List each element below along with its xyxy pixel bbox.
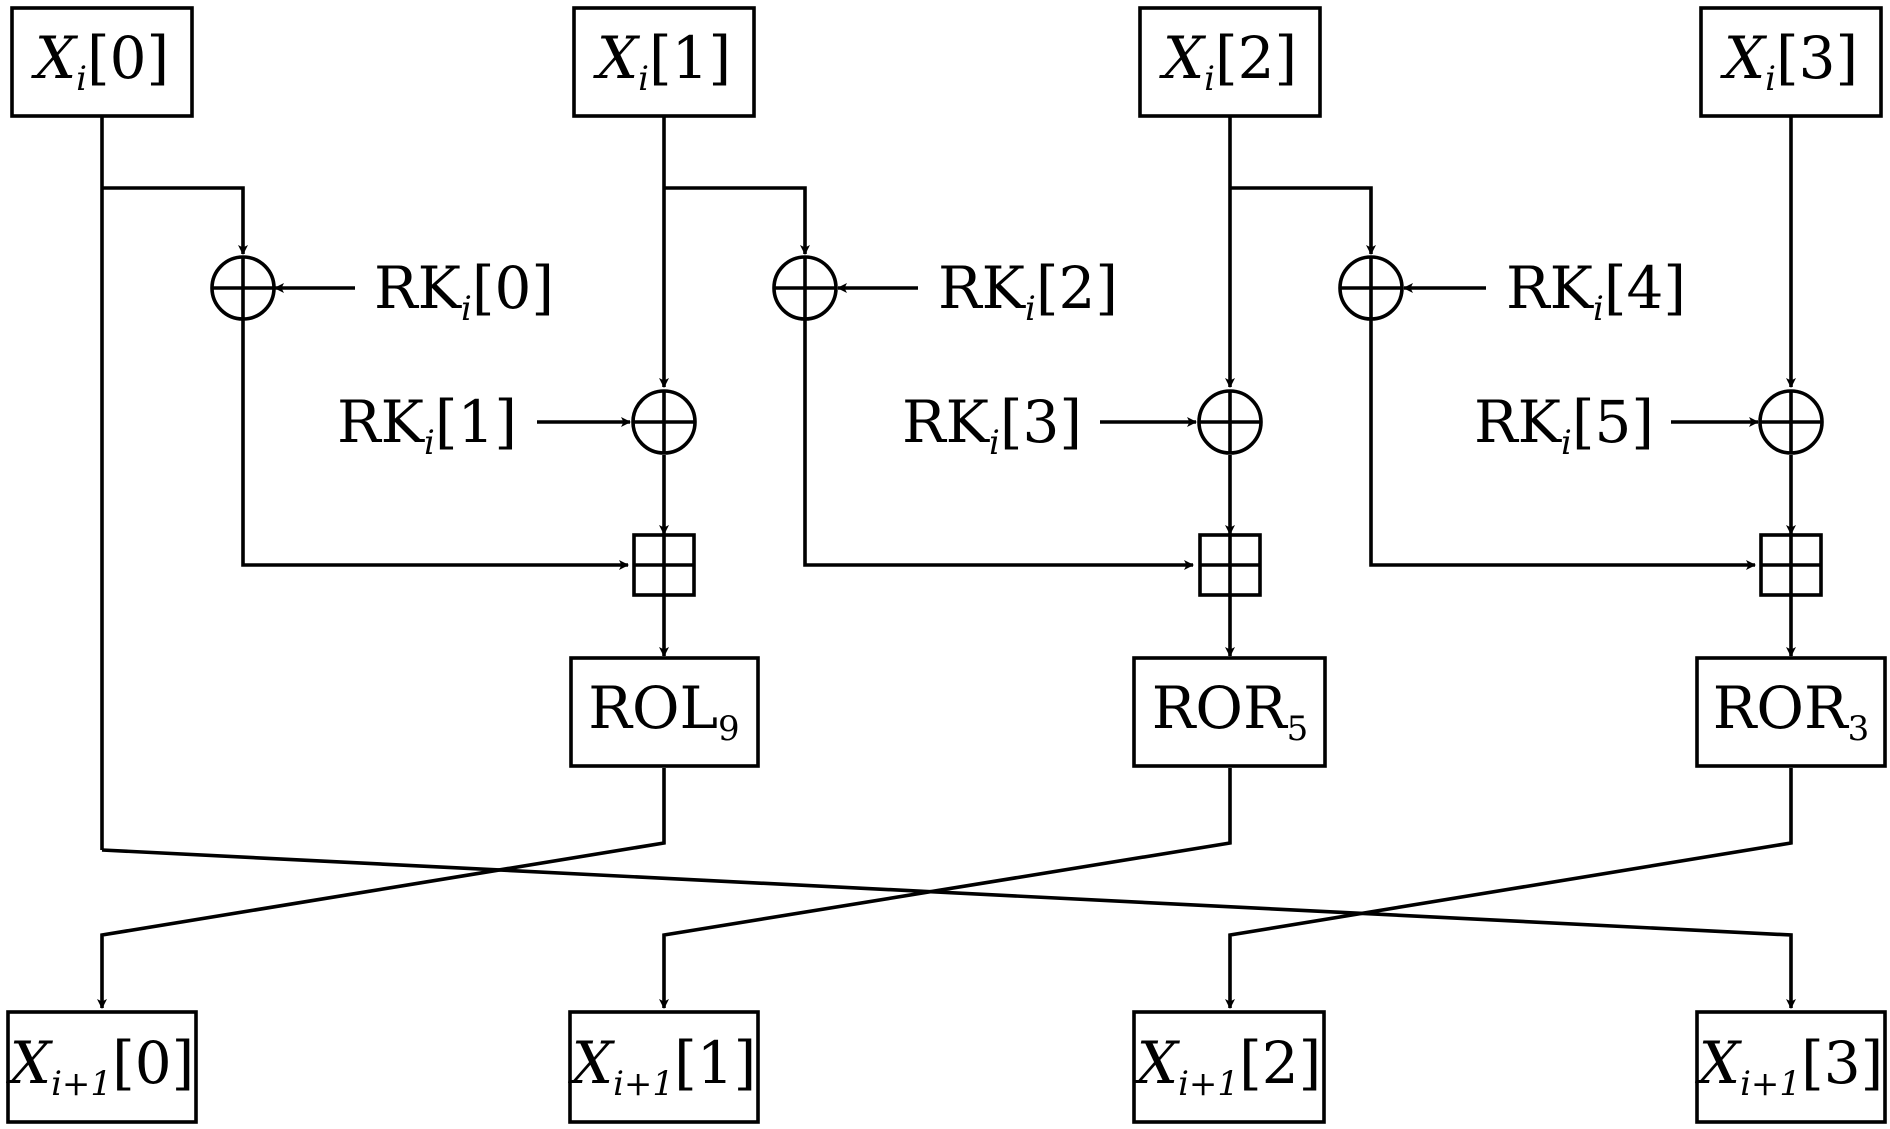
input-x1-symbol: X bbox=[593, 24, 641, 92]
xor-4-icon bbox=[1338, 255, 1404, 321]
rk3-name: RK bbox=[902, 388, 991, 456]
rotation-ror5-amount: 5 bbox=[1287, 709, 1309, 749]
output-x0-index: [0] bbox=[112, 1029, 194, 1097]
svg-text:Xi+1[2]: Xi+1[2] bbox=[1133, 1029, 1321, 1104]
input-x0-symbol: X bbox=[31, 24, 79, 92]
output-x0-box: Xi+1[0] bbox=[6, 1010, 198, 1124]
wires-branch-1 bbox=[100, 116, 810, 850]
round-key-2-label: RKi[2] bbox=[938, 254, 1118, 329]
rk5-index: [5] bbox=[1572, 388, 1654, 456]
rotation-ror3-name: ROR bbox=[1713, 674, 1850, 742]
wires-branch-2 bbox=[803, 116, 1376, 657]
rk3-sub: i bbox=[989, 423, 1000, 463]
xor-0-icon bbox=[210, 255, 276, 321]
round-key-1-label: RKi[1] bbox=[337, 388, 517, 463]
rk4-index: [4] bbox=[1604, 254, 1686, 322]
svg-text:Xi+1[3]: Xi+1[3] bbox=[1695, 1029, 1883, 1104]
mod-add-0-icon bbox=[632, 533, 696, 597]
input-x2-box: Xi[2] bbox=[1138, 6, 1322, 118]
input-x0-index: [0] bbox=[87, 24, 169, 92]
svg-text:Xi+1[0]: Xi+1[0] bbox=[6, 1029, 194, 1104]
rotation-ror5-name: ROR bbox=[1152, 674, 1289, 742]
rotation-ror5-box: ROR5 bbox=[1132, 656, 1327, 768]
svg-text:Xi[2]: Xi[2] bbox=[1159, 24, 1297, 99]
svg-text:Xi[3]: Xi[3] bbox=[1720, 24, 1858, 99]
output-x2-sub: i+1 bbox=[1178, 1064, 1239, 1104]
rk4-sub: i bbox=[1593, 289, 1604, 329]
rk2-sub: i bbox=[1025, 289, 1036, 329]
input-x2-sub: i bbox=[1204, 59, 1215, 99]
output-x3-sub: i+1 bbox=[1740, 1064, 1801, 1104]
rotation-rol9-amount: 9 bbox=[718, 709, 740, 749]
svg-text:Xi+1[1]: Xi+1[1] bbox=[568, 1029, 756, 1104]
input-x0-sub: i bbox=[76, 59, 87, 99]
rk1-sub: i bbox=[424, 423, 435, 463]
svg-text:ROR3: ROR3 bbox=[1713, 674, 1870, 749]
output-x3-symbol: X bbox=[1695, 1029, 1743, 1097]
svg-text:ROL9: ROL9 bbox=[588, 674, 739, 749]
rk5-name: RK bbox=[1474, 388, 1563, 456]
input-x3-sub: i bbox=[1765, 59, 1776, 99]
rotation-rol9-name: ROL bbox=[588, 674, 718, 742]
rk4-name: RK bbox=[1506, 254, 1595, 322]
output-x2-index: [2] bbox=[1239, 1029, 1321, 1097]
rotation-ror3-amount: 3 bbox=[1848, 709, 1870, 749]
input-x3-symbol: X bbox=[1720, 24, 1768, 92]
rk5-sub: i bbox=[1561, 423, 1572, 463]
input-x3-box: Xi[3] bbox=[1699, 6, 1883, 118]
rk1-index: [1] bbox=[435, 388, 517, 456]
input-x2-index: [2] bbox=[1215, 24, 1297, 92]
output-x0-sub: i+1 bbox=[51, 1064, 112, 1104]
input-x1-box: Xi[1] bbox=[572, 6, 756, 118]
output-x1-index: [1] bbox=[674, 1029, 756, 1097]
xor-1-icon bbox=[631, 389, 697, 455]
output-x2-symbol: X bbox=[1133, 1029, 1181, 1097]
wires-branch-3 bbox=[1369, 116, 1796, 657]
input-x2-symbol: X bbox=[1159, 24, 1207, 92]
rk0-name: RK bbox=[374, 254, 463, 322]
input-x0-box: Xi[0] bbox=[10, 6, 194, 118]
rk3-index: [3] bbox=[1000, 388, 1082, 456]
output-permutation-wires bbox=[97, 768, 1796, 1009]
round-key-5-label: RKi[5] bbox=[1474, 388, 1654, 463]
output-x1-box: Xi+1[1] bbox=[568, 1010, 760, 1124]
mod-add-1-icon bbox=[1198, 533, 1262, 597]
output-x0-symbol: X bbox=[6, 1029, 54, 1097]
output-x3-index: [3] bbox=[1801, 1029, 1883, 1097]
xor-2-icon bbox=[772, 255, 838, 321]
rk0-sub: i bbox=[461, 289, 472, 329]
output-x3-box: Xi+1[3] bbox=[1695, 1010, 1887, 1124]
xor-3-icon bbox=[1197, 389, 1263, 455]
round-key-0-label: RKi[0] bbox=[374, 254, 554, 329]
rk2-index: [2] bbox=[1036, 254, 1118, 322]
input-x1-index: [1] bbox=[649, 24, 731, 92]
output-x1-symbol: X bbox=[568, 1029, 616, 1097]
round-key-3-label: RKi[3] bbox=[902, 388, 1082, 463]
output-x2-box: Xi+1[2] bbox=[1132, 1010, 1326, 1124]
rotation-ror3-box: ROR3 bbox=[1695, 656, 1887, 768]
input-x1-sub: i bbox=[638, 59, 649, 99]
mod-add-2-icon bbox=[1759, 533, 1823, 597]
rk0-index: [0] bbox=[472, 254, 554, 322]
svg-text:Xi[1]: Xi[1] bbox=[593, 24, 731, 99]
round-key-4-label: RKi[4] bbox=[1506, 254, 1686, 329]
rk1-name: RK bbox=[337, 388, 426, 456]
input-x3-index: [3] bbox=[1776, 24, 1858, 92]
xor-5-icon bbox=[1758, 389, 1824, 455]
output-x1-sub: i+1 bbox=[613, 1064, 674, 1104]
rk2-name: RK bbox=[938, 254, 1027, 322]
svg-text:Xi[0]: Xi[0] bbox=[31, 24, 169, 99]
svg-text:ROR5: ROR5 bbox=[1152, 674, 1309, 749]
rotation-rol9-box: ROL9 bbox=[569, 656, 760, 768]
